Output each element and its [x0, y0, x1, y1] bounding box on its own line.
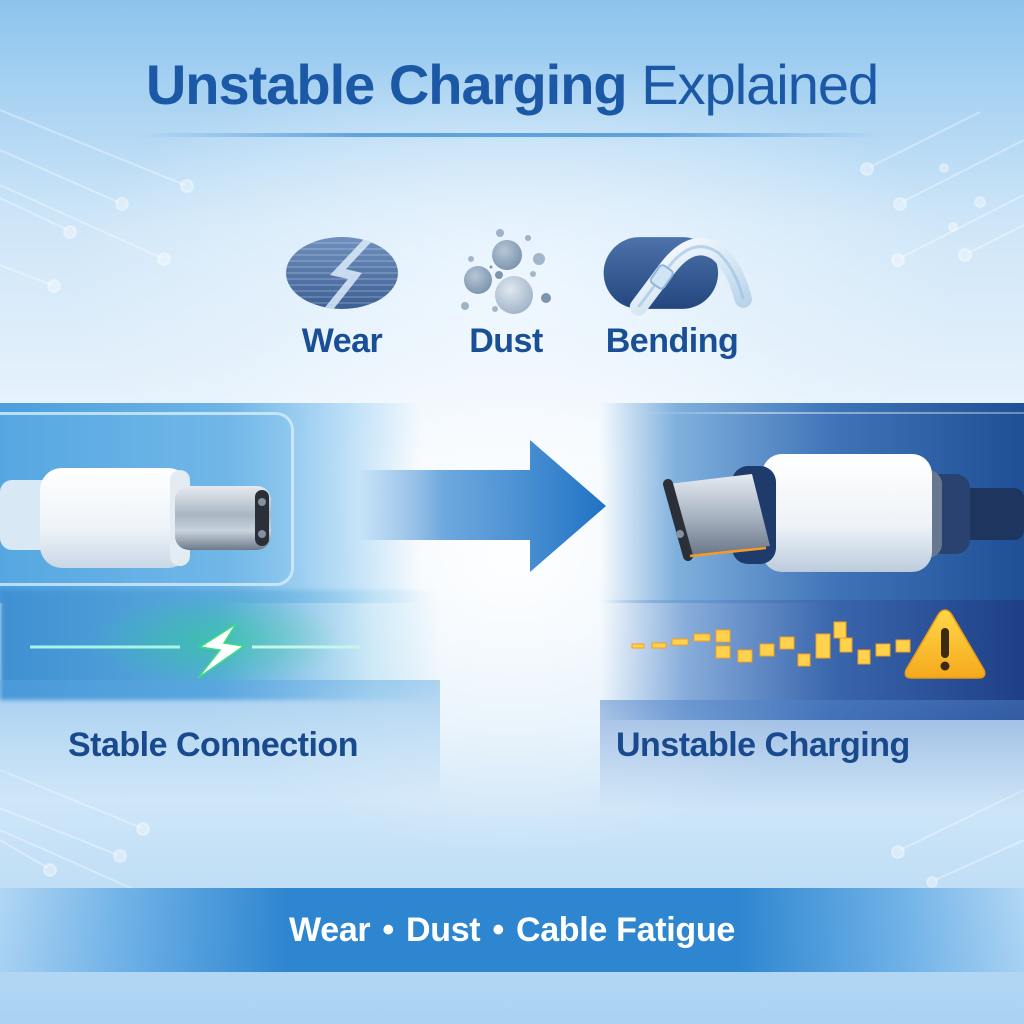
unstable-band-fade	[600, 700, 1024, 810]
page-title: Unstable Charging Explained	[0, 52, 1024, 117]
unstable-charging-label: Unstable Charging	[616, 726, 910, 764]
usb-c-connector-clean	[0, 468, 271, 568]
band-highlight-line	[640, 412, 1024, 414]
banner-separator: •	[492, 910, 504, 949]
cause-label-wear: Wear	[301, 322, 383, 360]
lightning-bolt-icon	[197, 623, 246, 679]
dust-particles-icon	[461, 229, 551, 314]
banner-item-cable-fatigue: Cable Fatigue	[515, 910, 735, 949]
cause-bending: Bending	[592, 228, 752, 361]
right-arrow-icon	[358, 440, 606, 572]
cause-wear: Wear	[262, 228, 422, 361]
bent-cable-icon	[603, 237, 752, 316]
usb-c-connector-worn	[663, 454, 1024, 572]
title-light-part: Explained	[641, 53, 879, 116]
cause-dust: Dust	[426, 228, 586, 361]
stable-connection-label: Stable Connection	[68, 726, 358, 764]
banner-item-wear: Wear	[289, 910, 371, 949]
steady-signal-line	[30, 623, 360, 679]
banner-separator: •	[382, 910, 394, 949]
cause-label-bending: Bending	[605, 322, 739, 360]
erratic-dashed-signal	[631, 621, 911, 667]
banner-item-dust: Dust	[405, 910, 481, 949]
stable-band-fade	[0, 680, 440, 800]
title-bold-part: Unstable Charging	[145, 53, 628, 116]
warning-triangle-icon	[904, 609, 986, 679]
striped-lightning-icon	[286, 237, 398, 309]
title-underline-divider	[140, 133, 880, 137]
causes-summary-banner: Wear • Dust • Cable Fatigue	[0, 888, 1024, 972]
cause-label-dust: Dust	[469, 322, 543, 360]
banner-text: Wear • Dust • Cable Fatigue	[289, 911, 735, 950]
